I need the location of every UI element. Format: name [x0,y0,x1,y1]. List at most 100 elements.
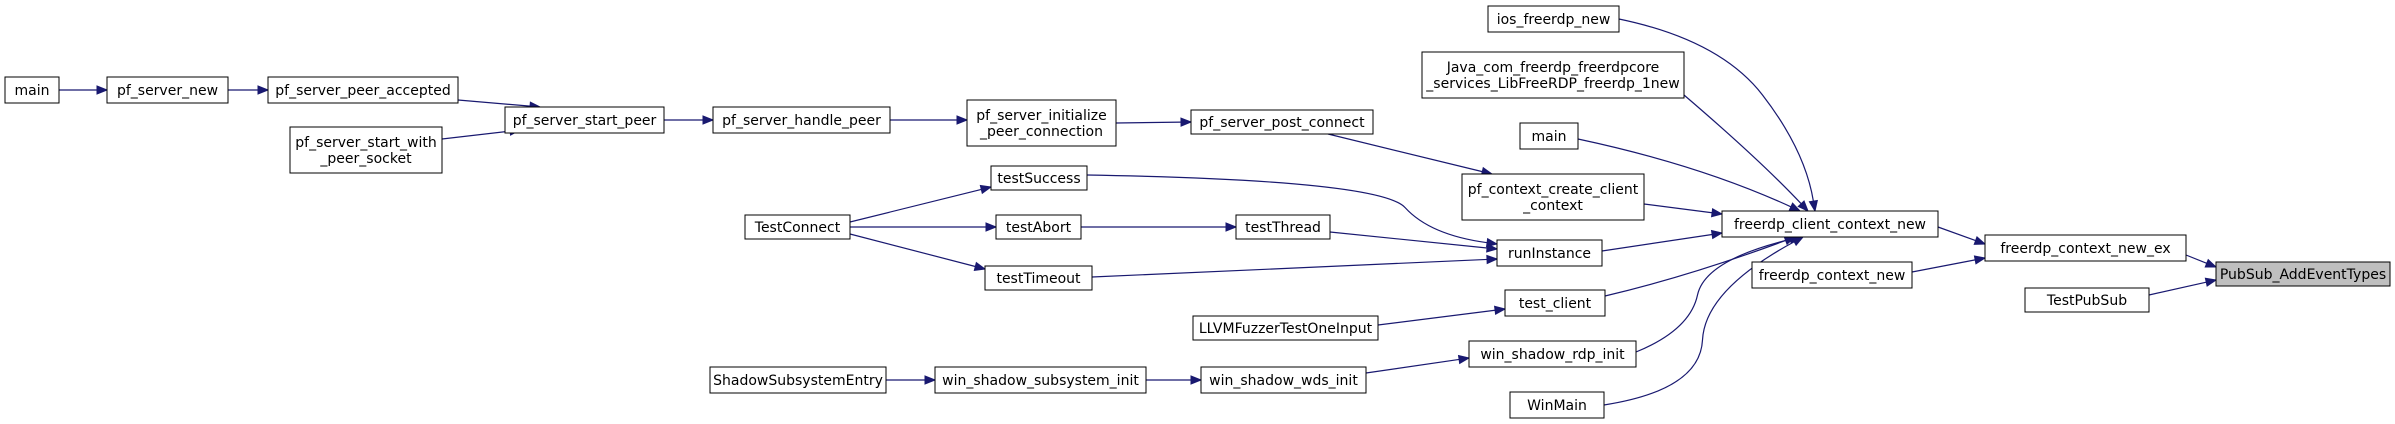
node-box [267,76,459,104]
arrowhead [973,261,987,271]
node-box [934,366,1147,394]
node-label: pf_server_start_peer [513,113,657,129]
edge-ctx_new-to-ctx_new_ex [1911,255,1987,273]
edge-testpubsub-to-pubsub_add [2148,277,2218,296]
edge-shadow_entry-to-win_subsys_init [886,375,937,385]
edge-testconnect-to-testsuccess [849,184,993,223]
arrowhead [1791,236,1805,247]
node-testabort[interactable]: testAbort [995,214,1082,240]
edge-java-to-client_ctx_new [1683,94,1809,212]
node-label: ShadowSubsystemEntry [713,373,883,389]
node-label: test_client [1519,296,1592,312]
node-box [984,265,1093,291]
node-pf-peer-accepted[interactable]: pf_server_peer_accepted [267,76,459,104]
node-box [1504,289,1606,317]
node-testthread[interactable]: testThread [1235,214,1331,240]
arrowhead [96,85,109,95]
node-label: _context [1522,198,1583,214]
node-testtimeout[interactable]: testTimeout [984,265,1093,291]
node-pf-start-peer[interactable]: pf_server_start_peer [504,106,665,134]
node-box [289,126,443,174]
node-box [4,76,60,104]
node-test-client[interactable]: test_client [1504,289,1606,317]
edge-client_ctx_new-to-ctx_new_ex [1937,226,1987,245]
node-winmain[interactable]: WinMain [1509,391,1605,419]
node-label: main [1532,129,1567,145]
edge-runinstance-to-client_ctx_new [1601,229,1724,252]
node-runinstance[interactable]: runInstance [1496,239,1603,267]
arrowhead [1973,235,1987,245]
node-label: PubSub_AddEventTypes [2220,267,2386,283]
node-win-rdp-init[interactable]: win_shadow_rdp_init [1468,340,1637,368]
node-label: TestPubSub [2046,293,2127,309]
edge-pf_init_peer-to-pf_post_connect [1115,117,1193,127]
edge-main_left-to-pf_server_new [59,85,109,95]
node-pf-start-socket[interactable]: pf_server_start_with_peer_socket [289,126,443,174]
node-win-subsys-init[interactable]: win_shadow_subsystem_init [934,366,1147,394]
node-ios[interactable]: ios_freerdp_new [1487,5,1620,33]
node-label: LLVMFuzzerTestOneInput [1199,321,1373,337]
node-box [1487,5,1620,33]
node-box [1751,261,1913,289]
node-ctx-new[interactable]: freerdp_context_new [1751,261,1913,289]
node-label: main [15,83,50,99]
node-pf-handle-peer[interactable]: pf_server_handle_peer [712,106,891,134]
edge-win_subsys_init-to-win_wds_init [1146,375,1203,385]
node-box [504,106,665,134]
node-pf-init-peer[interactable]: pf_server_initialize_peer_connection [966,99,1117,147]
edge-testconnect-to-testtimeout [849,233,987,271]
node-box [1200,366,1367,394]
node-testpubsub[interactable]: TestPubSub [2024,287,2150,313]
node-shadow-entry[interactable]: ShadowSubsystemEntry [709,366,887,394]
node-box [2215,261,2391,287]
node-label: pf_server_peer_accepted [275,83,450,99]
node-java[interactable]: Java_com_freerdp_freerdpcore_services_Li… [1421,51,1685,99]
arrowhead [1797,200,1809,212]
node-pf-post-connect[interactable]: pf_server_post_connect [1190,109,1374,135]
node-main-left[interactable]: main [4,76,60,104]
arrowhead [985,222,998,232]
node-label: testSuccess [997,171,1080,187]
node-main-mid[interactable]: main [1519,122,1579,150]
arrowhead [702,115,715,125]
node-testconnect[interactable]: TestConnect [744,214,851,240]
node-client-ctx-new[interactable]: freerdp_client_context_new [1721,210,1939,238]
node-box [106,76,229,104]
edge-ios-to-client_ctx_new [1618,18,1818,213]
node-box [1235,214,1331,240]
node-llvm[interactable]: LLVMFuzzerTestOneInput [1192,315,1379,341]
node-label: pf_server_start_with [295,135,436,151]
node-box [990,165,1088,191]
node-ctx-new-ex[interactable]: freerdp_context_new_ex [1984,234,2187,262]
node-label: freerdp_context_new [1759,268,1906,284]
arrowhead [1710,207,1724,218]
node-win-wds-init[interactable]: win_shadow_wds_init [1200,366,1367,394]
node-label: testTimeout [996,271,1081,287]
arrowhead [1457,354,1471,365]
arrowhead [1788,202,1802,212]
node-label: win_shadow_wds_init [1209,373,1358,389]
node-box [1468,340,1637,368]
arrowhead [1973,255,1987,265]
edge-winmain-to-client_ctx_new [1603,236,1805,406]
node-box [1519,122,1579,150]
edge-testtimeout-to-runinstance [1091,254,1499,278]
node-label: freerdp_context_new_ex [2000,241,2170,257]
edge-win_wds_init-to-win_rdp_init [1365,354,1471,374]
arrowhead [257,85,270,95]
arrowhead [1710,229,1724,240]
node-pf-server-new[interactable]: pf_server_new [106,76,229,104]
node-label: testThread [1245,220,1321,236]
arrowhead [1225,222,1238,232]
node-label: ios_freerdp_new [1497,12,1611,28]
node-testsuccess[interactable]: testSuccess [990,165,1088,191]
node-label: win_shadow_subsystem_init [942,373,1139,389]
edges-layer [59,18,2218,406]
edge-pf_handle_peer-to-pf_init_peer [890,115,969,125]
node-box [1421,51,1685,99]
arrowhead [2204,258,2218,268]
node-pf-create-client[interactable]: pf_context_create_client_context [1461,173,1645,221]
node-box [1721,210,1939,238]
node-box [1461,173,1645,221]
